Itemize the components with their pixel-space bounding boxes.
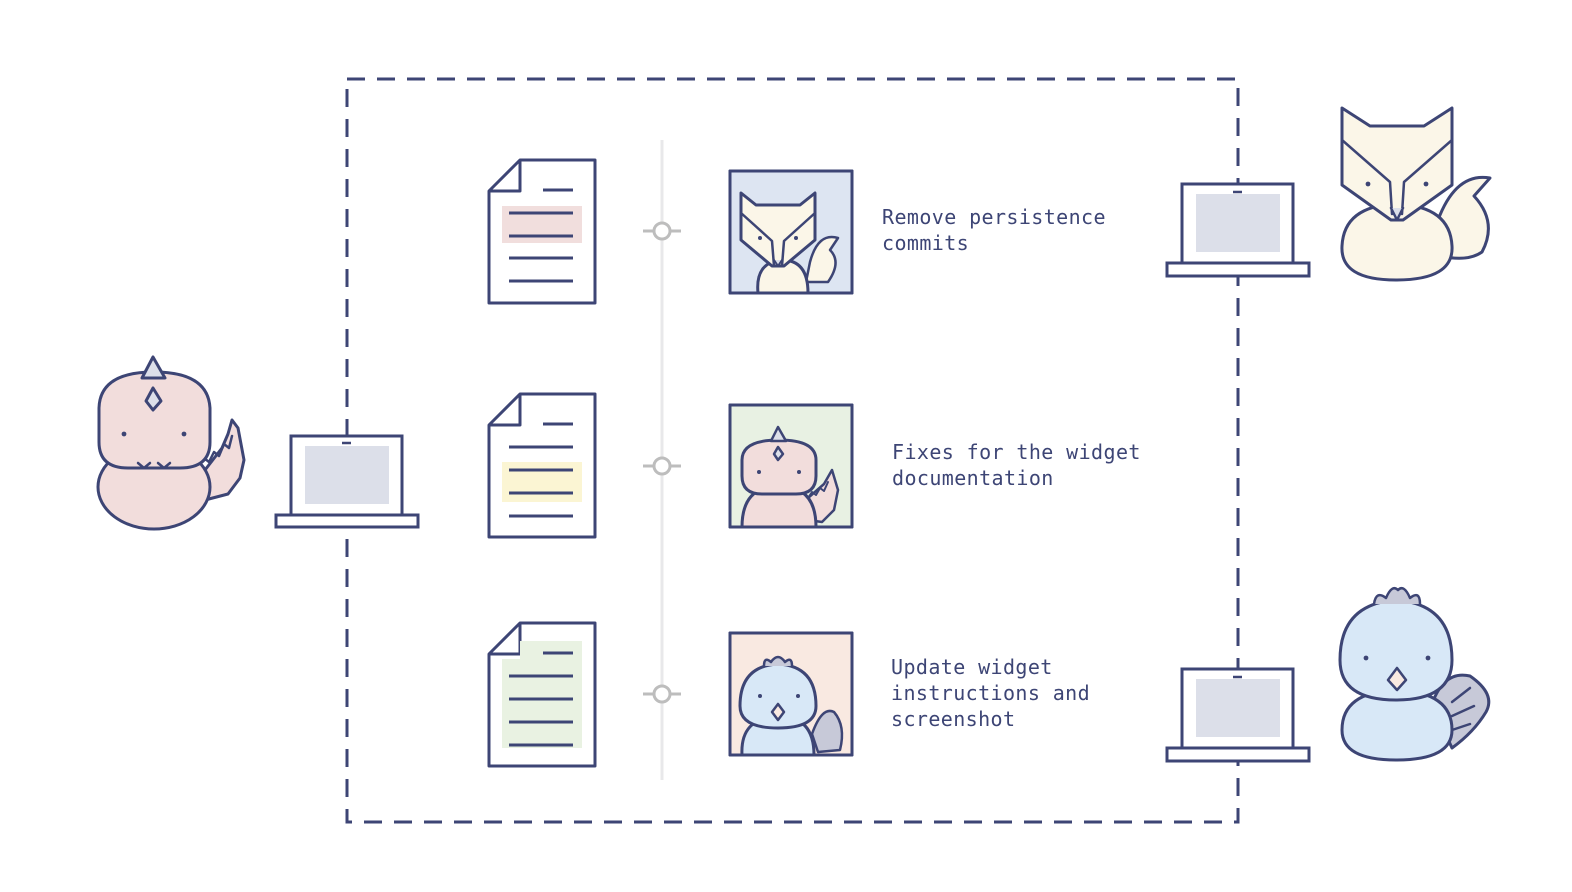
laptop-icon [1165, 667, 1311, 763]
document-icon [487, 392, 597, 539]
bird-user-icon [1338, 587, 1491, 762]
document-icon [487, 621, 597, 768]
laptop-icon [1165, 182, 1311, 278]
laptop-icon [274, 434, 420, 529]
commit-message: Remove persistence commits [882, 205, 1106, 255]
commit-node-icon [643, 456, 681, 476]
dinosaur-avatar-icon [728, 403, 854, 529]
commit-message: Fixes for the widget documentation [892, 440, 1141, 490]
commit-node-icon [643, 221, 681, 241]
fox-user-icon [1340, 106, 1492, 282]
commit-message: Update widget instructions and screensho… [891, 655, 1091, 731]
dinosaur-user-icon [96, 355, 246, 531]
bird-avatar-icon [728, 631, 854, 757]
document-icon [487, 158, 597, 305]
commit-node-icon [643, 684, 681, 704]
fox-avatar-icon [728, 169, 854, 295]
